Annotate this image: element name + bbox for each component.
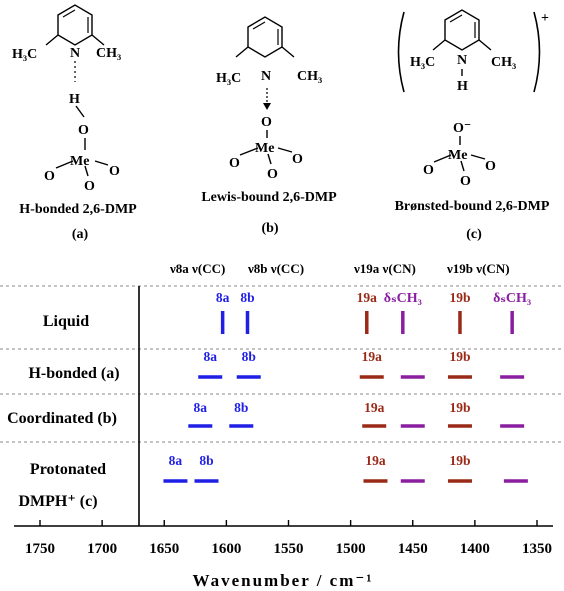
band-label: 8b [240,290,254,305]
structure-a: H₃C N CH₃ H O Me O O O H-bonded 2,6-DMP … [12,4,137,242]
band-label: 19a [365,453,386,468]
band-label: 8a [216,290,230,305]
x-tick-label: 1600 [211,541,241,557]
o-label: O [485,159,496,174]
structure-c-tag: (c) [466,227,482,242]
ring-a [57,4,93,46]
ch3-label: CH₃ [96,46,121,61]
table-frame [0,285,564,526]
x-tick-label: 1350 [522,541,552,557]
bracket-left [397,11,405,93]
o-label: O [84,179,95,194]
structure-a-name: H-bonded 2,6-DMP [19,202,137,217]
band-label: 19b [449,349,470,364]
row-label-protonated: Protonated [30,461,106,478]
ch3-label: CH₃ [491,55,516,70]
o-label: O [423,163,434,178]
bracket-right [533,11,541,93]
o-label: O [261,115,272,130]
me-label: Me [448,148,467,163]
band-label: 8b [242,349,256,364]
row-labels: Liquid H-bonded (a) Coordinated (b) Prot… [7,313,119,510]
x-axis-label: Wavenumber / cm⁻¹ [193,571,374,590]
o-label: O [109,164,120,179]
x-tick-label: 1650 [149,541,179,557]
band-label: 19a [362,349,383,364]
h3c-label: H₃C [410,55,435,70]
band-label: 19b [449,400,470,415]
me-label: Me [70,154,89,169]
band-label: 19b [449,290,470,305]
band-label: 8a [194,400,208,415]
structure-a-tag: (a) [72,227,89,242]
structure-c: + H₃C N CH₃ H O⁻ Me O O O Brønsted-bound… [395,9,550,242]
h-label: H [69,92,80,107]
o-label: O [44,169,55,184]
band-marks: 8a 8b 19a δₛCH₃ 19b δₛCH₃ 8a 8b 19a 19b 8a 8b 19a 19b… [163,290,531,483]
o-label: O [267,167,278,182]
x-tick-label: 1450 [398,541,428,557]
x-tick-label: 1400 [460,541,490,557]
mode-v8b-cc: ν8b ν(CC) [247,261,304,276]
row-label-h-bonded: H-bonded (a) [28,365,119,382]
h3c-label: H₃C [12,47,37,62]
mode-v8a-cc: ν8a ν(CC) [169,261,225,276]
band-label: 19a [357,290,378,305]
x-axis: 1750 1700 1650 1600 1550 1500 1450 1400 1350 [14,520,553,557]
row-label-coordinated: Coordinated (b) [7,410,117,427]
band-label: 8b [199,453,213,468]
x-tick-label: 1550 [274,541,304,557]
structure-b-name: Lewis-bound 2,6-DMP [201,190,337,205]
h3c-label: H₃C [216,71,241,86]
n-label: N [70,46,80,61]
o-label: O [229,156,240,171]
ring-c [444,9,480,51]
n-label: N [457,53,467,68]
x-tick-label: 1500 [336,541,366,557]
h-label: H [457,79,468,94]
band-label: 8a [169,453,183,468]
band-label: 8b [234,400,248,415]
band-label: 19a [364,400,385,415]
structure-c-name: Brønsted-bound 2,6-DMP [395,199,550,214]
band-label: 8a [203,349,217,364]
n-label: N [261,69,271,84]
row-label-dmph: DMPH⁺ (c) [18,493,97,510]
me-label: Me [255,141,274,156]
x-tick-label: 1700 [87,541,117,557]
ch3-label: CH₃ [297,69,322,84]
ring-b [247,16,283,58]
band-label: δₛCH₃ [493,291,531,306]
mode-v19b-cn: ν19b ν(CN) [446,261,510,276]
mode-headers: ν8a ν(CC) ν8b ν(CC) ν19a ν(CN) ν19b ν(CN… [169,261,510,276]
band-label: δₛCH₃ [384,291,422,306]
row-label-liquid: Liquid [43,313,89,330]
o-label: O [292,152,303,167]
structure-b-tag: (b) [261,221,278,236]
band-label: 19b [449,453,470,468]
mode-v19a-cn: ν19a ν(CN) [353,261,416,276]
o-label: O [78,123,89,138]
structure-b: H₃C N CH₃ O Me O O O Lewis-bound 2,6-DMP… [201,16,337,236]
o-label: O [460,174,471,189]
plus-charge: + [541,11,549,26]
x-tick-label: 1750 [25,541,55,557]
o-minus-label: O⁻ [453,121,471,136]
